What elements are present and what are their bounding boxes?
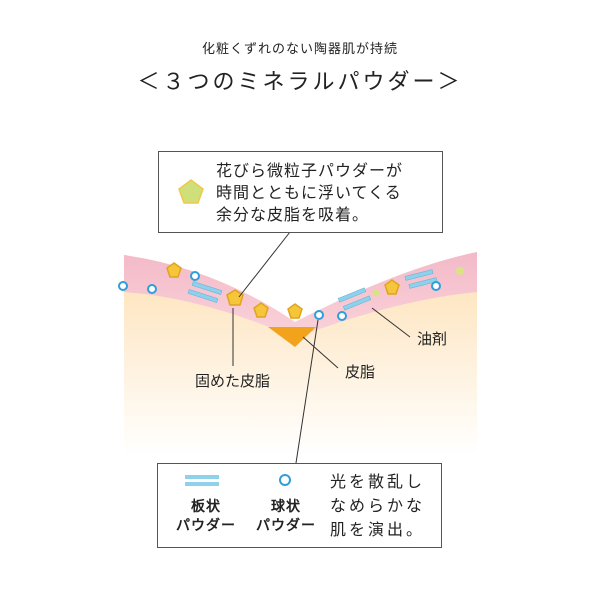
legend-note-line: 肌を演出。 (330, 520, 426, 539)
plate-powder (404, 269, 434, 281)
sphere-powder (337, 311, 347, 321)
petal-powder (253, 302, 269, 318)
callout-line: 時間とともに浮いてくる (216, 183, 402, 202)
petal-powder (287, 303, 303, 319)
sphere-powder (147, 284, 157, 294)
subtitle: 化粧くずれのない陶器肌が持続 (201, 42, 398, 57)
label-oil: 油剤 (417, 330, 448, 348)
leader-line-oil (371, 307, 411, 338)
sphere-powder (118, 281, 128, 291)
plate-powders (187, 269, 438, 311)
petal-powder (166, 262, 182, 278)
legend-plate-powder: 板状 パウダー (166, 498, 246, 536)
sebum-pocket (268, 327, 316, 347)
legend-text: パウダー (176, 518, 236, 534)
small-dot (372, 289, 380, 297)
sphere-powder (431, 281, 441, 291)
leader-line-sphere (295, 319, 319, 464)
legend-text: 球状 (271, 499, 301, 515)
small-dot (456, 267, 464, 275)
legend-note: 光を散乱し なめらかな 肌を演出。 (330, 470, 425, 542)
pentagon-icon (178, 179, 204, 204)
petal-powder (384, 279, 400, 295)
legend-note-line: 光を散乱し (330, 472, 426, 491)
callout-petal-powder: 花びら微粒子パウダーが 時間とともに浮いてくる 余分な皮脂を吸着。 (158, 151, 443, 233)
callout-line: 余分な皮脂を吸着。 (216, 205, 370, 224)
sphere-powders (118, 271, 441, 321)
sphere-powder (190, 271, 200, 281)
legend-sphere-powder: 球状 パウダー (246, 498, 326, 536)
label-sebum: 皮脂 (345, 363, 376, 381)
label-hardened-sebum: 固めた皮脂 (195, 372, 271, 390)
plate-powder (187, 289, 219, 303)
legend-text: パウダー (256, 518, 316, 534)
plate-powder (191, 281, 223, 295)
leader-line-sebum (302, 336, 339, 369)
small-dots (372, 267, 464, 297)
leader-lines (232, 231, 411, 464)
plate-powder (342, 295, 372, 311)
bar-icon (185, 475, 219, 486)
legend-box: 板状 パウダー 球状 パウダー 光を散乱し なめらかな 肌を演出。 (157, 463, 442, 548)
plate-powder (337, 287, 367, 303)
sphere-powder (314, 310, 324, 320)
page-title: ＜３つのミネラルパウダー＞ (137, 70, 463, 95)
legend-note-line: なめらかな (330, 496, 426, 515)
legend-text: 板状 (191, 499, 221, 515)
callout-line: 花びら微粒子パウダーが (216, 161, 404, 180)
circle-icon (279, 474, 291, 486)
plate-powder (408, 277, 438, 289)
leader-line-petal (238, 231, 291, 298)
